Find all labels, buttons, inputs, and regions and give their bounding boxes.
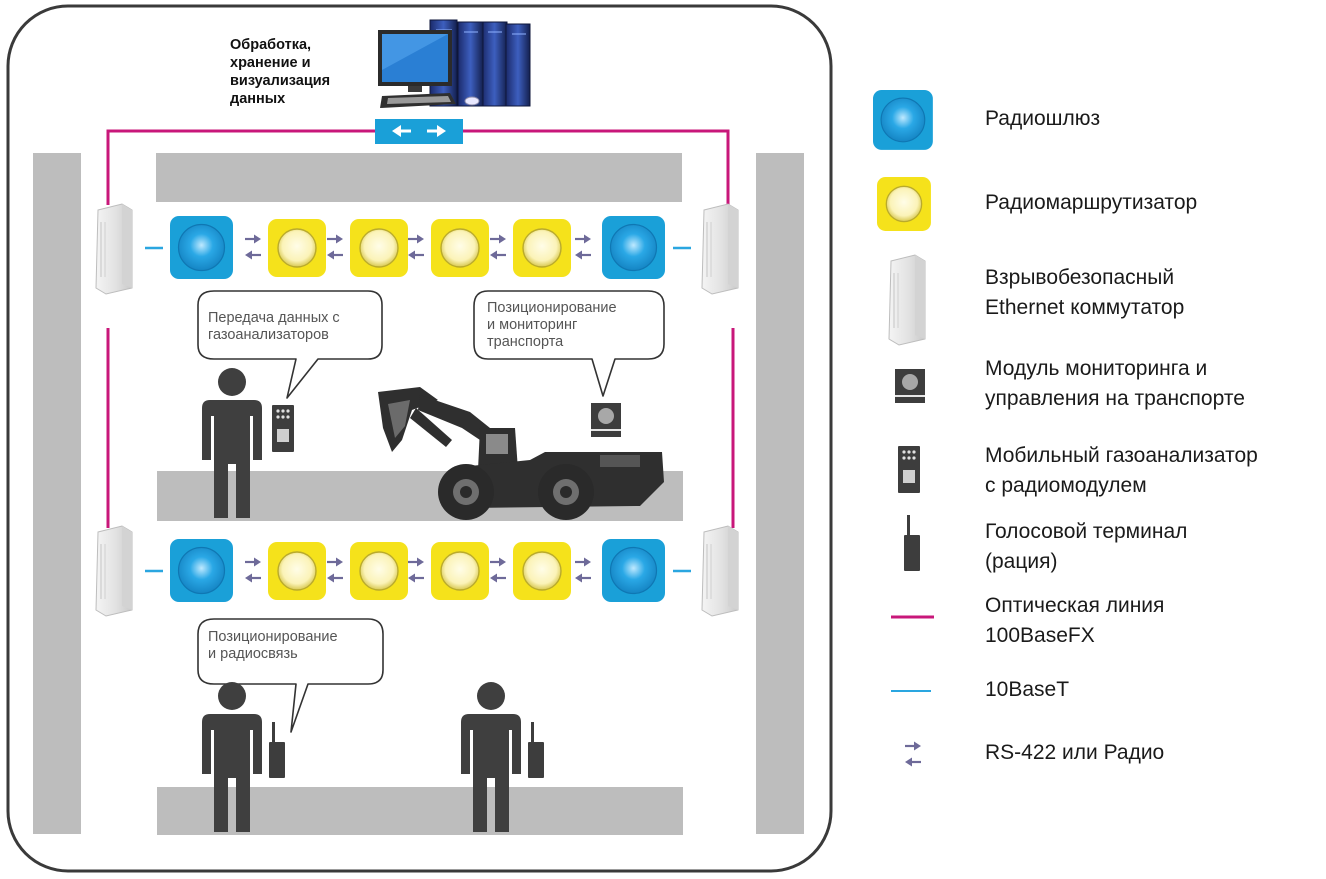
legend-symbols xyxy=(872,89,934,768)
radio-router-icon xyxy=(430,541,490,601)
legend-vehicle-module-label: Модуль мониторинга и управления на транс… xyxy=(985,357,1245,410)
legend-rs422-arrows-icon xyxy=(903,740,923,768)
legend-radio-gateway-label: Радиошлюз xyxy=(985,107,1101,130)
legend-rs422-label: RS-422 или Радио xyxy=(985,741,1165,764)
lower-network-row xyxy=(95,525,739,617)
radio-gateway-icon xyxy=(601,538,666,603)
speech-bubble-gas-data xyxy=(197,290,383,399)
ethernet-switch-icon xyxy=(701,203,739,295)
right-wall xyxy=(756,153,804,834)
upper-network-row xyxy=(95,203,739,295)
vehicle-module-icon xyxy=(591,403,621,437)
legend-ethernet-switch-label: Взрывобезопасный Ethernet коммутатор xyxy=(985,266,1185,319)
legend-voice-terminal-label: Голосовой терминал (рация) xyxy=(985,520,1188,573)
speech-bubble-radio-positioning xyxy=(197,618,384,733)
data-processing-label: Обработка, хранение и визуализация данны… xyxy=(230,37,331,107)
ethernet-switch-icon xyxy=(95,203,133,295)
legend-ethernet-switch-icon xyxy=(888,254,926,346)
radio-router-icon xyxy=(512,541,572,601)
bubble-vehicle-positioning-text: Позиционирование и мониторинг транспорта xyxy=(487,300,617,350)
optical-lines xyxy=(106,129,735,528)
ethernet-switch-icon xyxy=(95,525,133,617)
left-wall xyxy=(33,153,81,834)
bubble-radio-positioning-text: Позиционирование и радиосвязь xyxy=(208,629,338,662)
radio-router-icon xyxy=(512,218,572,278)
top-ceiling xyxy=(156,153,682,202)
radio-gateway-icon xyxy=(169,215,234,280)
speech-bubble-vehicle-positioning xyxy=(473,290,665,397)
bubble-gas-data-text: Передача данных с газоанализаторов xyxy=(208,310,340,343)
gas-analyzer-icon xyxy=(272,405,294,452)
ethernet-switch-icon xyxy=(701,525,739,617)
loader-vehicle-icon xyxy=(378,387,664,520)
legend-walkie-talkie-icon xyxy=(904,515,920,571)
radio-router-icon xyxy=(349,541,409,601)
legend-vehicle-module-icon xyxy=(895,369,925,403)
radio-router-icon xyxy=(349,218,409,278)
bottom-floor xyxy=(157,787,683,835)
legend-radio-router-icon xyxy=(876,176,932,232)
radio-router-icon xyxy=(430,218,490,278)
workstation-server-icon xyxy=(378,19,531,108)
radio-gateway-icon xyxy=(169,538,234,603)
radio-router-icon xyxy=(267,218,327,278)
legend-optical-line-label: Оптическая линия 100BaseFX xyxy=(985,594,1165,647)
media-converter-icon xyxy=(375,119,463,144)
radio-gateway-icon xyxy=(601,215,666,280)
legend-gas-analyzer-icon xyxy=(898,446,920,493)
legend-ethernet-line-label: 10BaseT xyxy=(985,678,1070,701)
legend-radio-router-label: Радиомаршрутизатор xyxy=(985,191,1198,214)
radio-router-icon xyxy=(267,541,327,601)
legend-radio-gateway-icon xyxy=(872,89,934,151)
legend-gas-analyzer-label: Мобильный газоанализатор с радиомодулем xyxy=(985,444,1258,497)
